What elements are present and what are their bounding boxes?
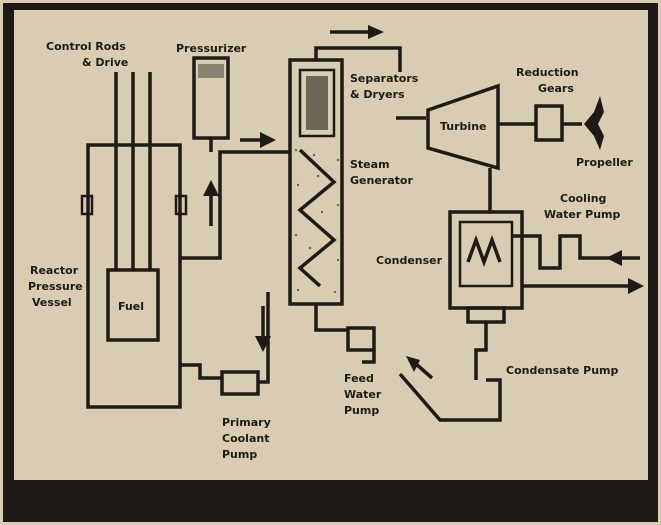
- label-steam: Steam: [350, 158, 390, 171]
- label-control-rods: Control Rods: [46, 40, 126, 53]
- label-primary-pump: Pump: [222, 448, 257, 461]
- label-water-pump: Water Pump: [544, 208, 620, 221]
- label-pressure: Pressure: [28, 280, 83, 293]
- control-rods: [114, 72, 152, 270]
- label-gears: Gears: [538, 82, 574, 95]
- label-control-rods-drive: & Drive: [82, 56, 128, 69]
- label-feed-pump: Pump: [344, 404, 379, 417]
- condensate-feed-lines: [314, 304, 502, 422]
- steam-lines: [314, 25, 426, 120]
- label-separators: Separators: [350, 72, 419, 85]
- label-dryers: & Dryers: [350, 88, 405, 101]
- label-generator: Generator: [350, 174, 413, 187]
- label-fuel: Fuel: [118, 300, 144, 313]
- diagram-panel: [14, 10, 648, 480]
- label-reactor: Reactor: [30, 264, 79, 277]
- cooling-water-pump: [512, 234, 644, 294]
- label-condenser: Condenser: [376, 254, 443, 267]
- pressurizer: [192, 56, 230, 152]
- label-cooling: Cooling: [560, 192, 606, 205]
- label-turbine: Turbine: [440, 120, 487, 133]
- label-coolant: Coolant: [222, 432, 269, 445]
- label-feed-water: Water: [344, 388, 382, 401]
- turbine: [426, 83, 582, 212]
- label-feed: Feed: [344, 372, 374, 385]
- label-condensate-pump: Condensate Pump: [506, 364, 619, 377]
- diagram-title: Pressurized Water Reactor Power Plant: [119, 491, 541, 513]
- propeller: [584, 96, 604, 150]
- label-primary: Primary: [222, 416, 271, 429]
- label-vessel: Vessel: [32, 296, 72, 309]
- primary-coolant-pump: [220, 370, 260, 396]
- label-pressurizer: Pressurizer: [176, 42, 247, 55]
- label-reduction: Reduction: [516, 66, 579, 79]
- label-propeller: Propeller: [576, 156, 633, 169]
- condenser: [448, 210, 524, 324]
- primary-loop: [180, 132, 290, 384]
